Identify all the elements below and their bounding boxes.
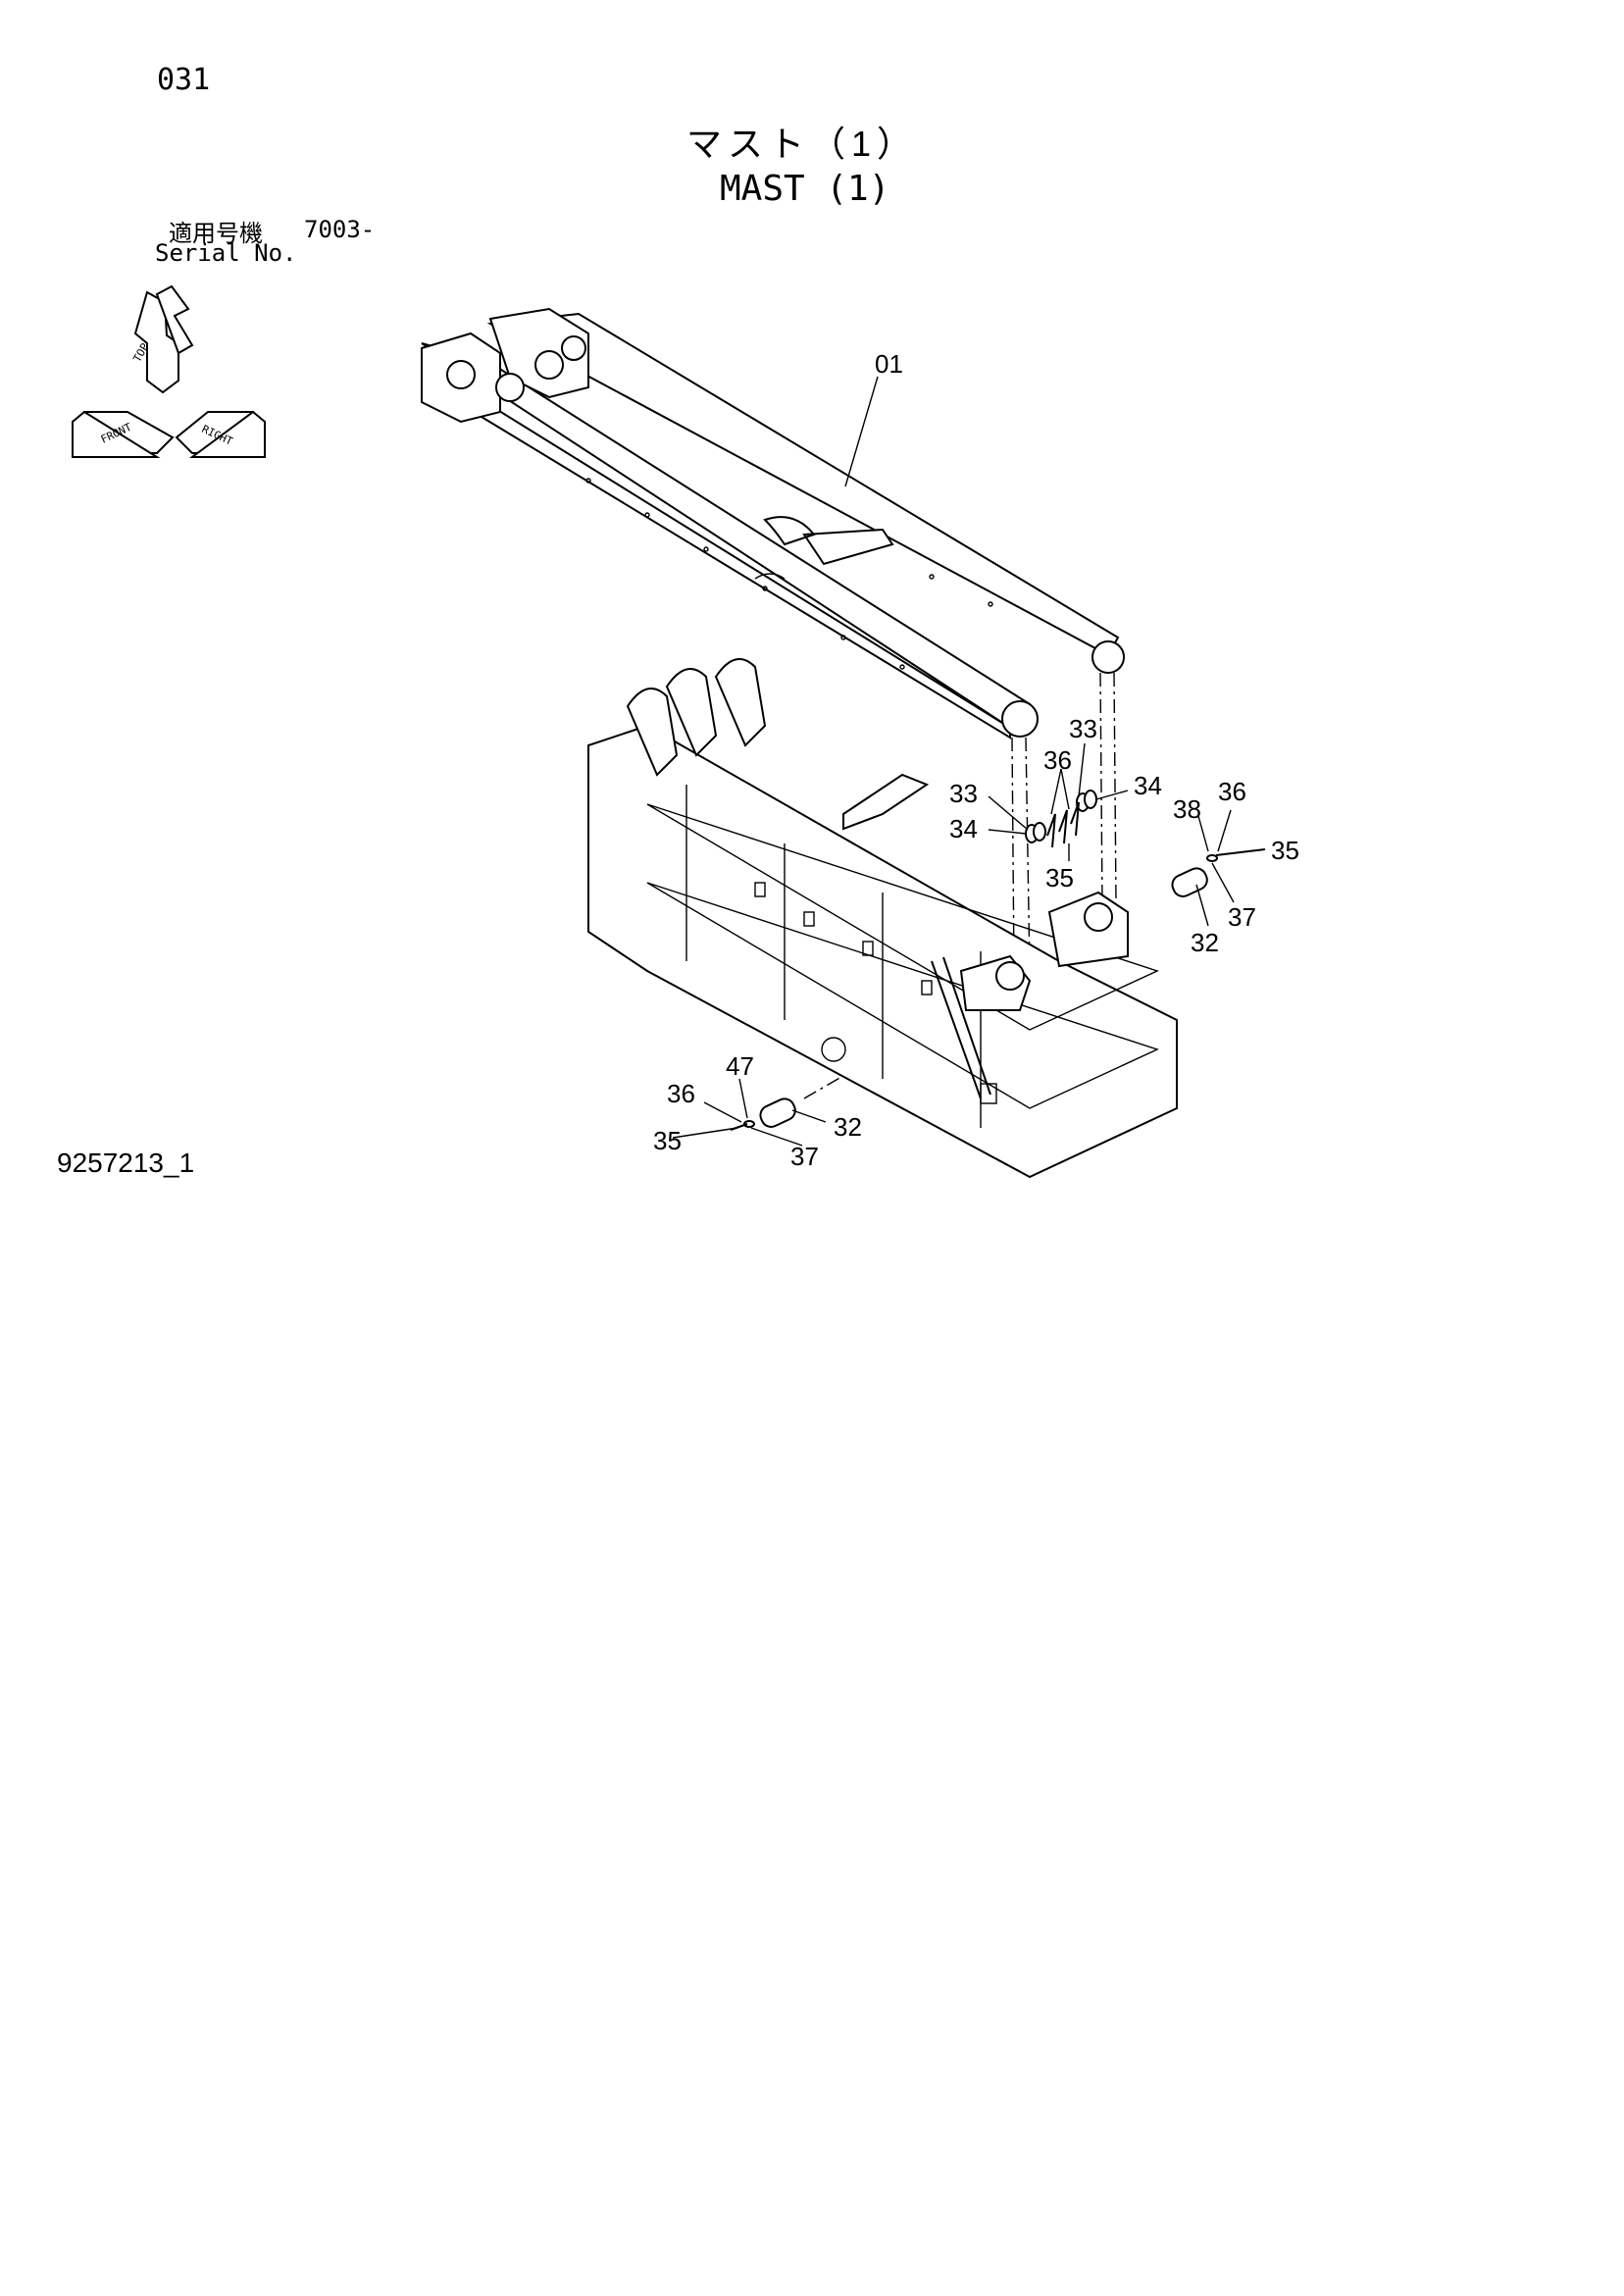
title-english: MAST (1)	[720, 169, 890, 209]
serial-label-english: Serial No.	[155, 239, 297, 267]
callout-36-right: 36	[1218, 777, 1246, 806]
callout-37-lower: 37	[790, 1142, 819, 1171]
title-japanese: マスト（1）	[686, 124, 919, 164]
callout-34-right: 34	[1134, 771, 1162, 800]
callout-36-upper: 36	[1043, 745, 1072, 775]
leader-lines	[672, 376, 1235, 1147]
callout-35-center: 35	[1045, 863, 1074, 893]
base-frame	[587, 658, 1178, 1179]
page-number: 031	[157, 63, 211, 97]
orientation-arrows-icon: TOP FRONT RIGHT	[72, 284, 266, 458]
small-parts	[730, 790, 1266, 1131]
callout-38: 38	[1173, 794, 1201, 824]
callout-33-left: 33	[949, 779, 978, 808]
callout-47: 47	[726, 1051, 754, 1081]
callout-33-upper: 33	[1069, 714, 1097, 743]
serial-label-japanese: 適用号機	[169, 221, 263, 247]
callout-37-right: 37	[1228, 902, 1256, 932]
mast-beam	[421, 307, 1125, 740]
callout-labels: 01 33 36 33 34 34 35 38 36 35 37 32 47 3…	[653, 349, 1299, 1171]
drawing-number: 9257213_1	[57, 1148, 195, 1178]
callout-32-lower: 32	[834, 1112, 862, 1142]
callout-01: 01	[875, 349, 903, 379]
callout-32-right: 32	[1191, 928, 1219, 957]
callout-35-lower: 35	[653, 1126, 682, 1155]
callout-35-right: 35	[1271, 836, 1299, 865]
callout-36-lower: 36	[667, 1079, 695, 1108]
serial-range: 7003-	[304, 216, 376, 243]
callout-34-left: 34	[949, 814, 978, 843]
